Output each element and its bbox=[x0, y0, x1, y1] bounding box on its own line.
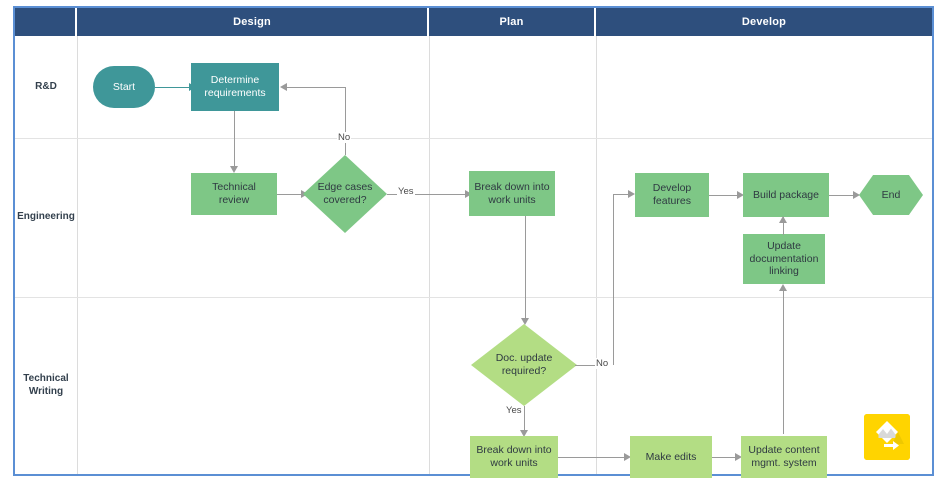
lane-label-rnd: R&D bbox=[35, 80, 57, 92]
edge-docupdate-yes-arrowhead bbox=[520, 430, 528, 437]
node-end[interactable]: End bbox=[859, 175, 923, 215]
node-technical-review[interactable]: Technical review bbox=[191, 173, 277, 215]
lane-label-technical-writing: Technical Writing bbox=[15, 297, 77, 474]
edge-determine-to-techreview bbox=[234, 111, 236, 170]
node-determine-line2: requirements bbox=[204, 87, 266, 99]
node-docupdate-line2: required? bbox=[501, 365, 547, 377]
column-header-develop[interactable]: Develop bbox=[596, 8, 932, 36]
node-updatecms-line2: mgmt. system bbox=[751, 457, 817, 469]
grid-hline-engineering-techwriting bbox=[15, 297, 932, 298]
node-update-documentation-linking[interactable]: Update documentation linking bbox=[743, 234, 825, 284]
edge-docupdate-no-vertical bbox=[613, 194, 615, 365]
edge-label-edgecases-no: No bbox=[337, 132, 352, 143]
edge-edgecases-no-horizontal bbox=[285, 86, 346, 88]
node-determine-requirements[interactable]: Determine requirements bbox=[191, 63, 279, 111]
edge-label-docupdate-yes: Yes bbox=[505, 405, 523, 416]
node-docupdate-line1: Doc. update bbox=[495, 352, 553, 365]
lane-label-technical-writing-line1: Technical bbox=[23, 373, 69, 384]
edge-determine-to-techreview-arrowhead bbox=[230, 166, 238, 173]
node-techreview-line1: Technical bbox=[212, 181, 256, 194]
edge-develop-to-buildpkg-arrowhead bbox=[737, 190, 744, 199]
edge-docupdate-no-to-develop bbox=[613, 193, 631, 195]
edge-updatecms-to-updatedoc bbox=[783, 286, 785, 434]
node-doc-update-required[interactable]: Doc. update required? bbox=[471, 324, 577, 406]
node-make-edits[interactable]: Make edits bbox=[630, 436, 712, 478]
edge-breakdown2-to-makeedits-arrowhead bbox=[624, 453, 631, 461]
edge-label-edgecases-yes: Yes bbox=[397, 186, 415, 197]
edge-label-docupdate-no: No bbox=[595, 358, 610, 369]
lane-label-engineering: Engineering bbox=[17, 211, 75, 223]
column-header-design[interactable]: Design bbox=[77, 8, 429, 36]
lane-label-technical-writing-line2: Writing bbox=[28, 385, 64, 397]
node-edge-cases-covered[interactable]: Edge cases covered? bbox=[303, 155, 387, 233]
edge-breakdown2-to-makeedits bbox=[558, 457, 628, 459]
node-build-package[interactable]: Build package bbox=[743, 173, 829, 217]
edge-edgecases-yes bbox=[387, 193, 469, 195]
node-breakdown2-line1: Break down into bbox=[476, 444, 552, 457]
edge-breakdown1-to-docupdate-arrowhead bbox=[521, 318, 529, 325]
edge-buildpkg-to-end bbox=[829, 194, 857, 196]
column-header-plan[interactable]: Plan bbox=[429, 8, 596, 36]
grid-vline-lane-label bbox=[77, 36, 78, 474]
edge-makeedits-to-updatecms-arrowhead bbox=[735, 453, 742, 461]
node-updatecms-line1: Update content bbox=[748, 444, 820, 457]
edge-updatedoc-to-buildpkg-arrowhead bbox=[779, 216, 787, 223]
node-edgecases-line2: covered? bbox=[323, 194, 367, 206]
node-breakdown-work-units-engineering[interactable]: Break down into work units bbox=[469, 171, 555, 216]
node-breakdown1-line1: Break down into bbox=[474, 180, 550, 193]
edge-edgecases-no-vertical bbox=[345, 87, 347, 155]
node-update-content-mgmt-system[interactable]: Update content mgmt. system bbox=[741, 436, 827, 478]
edge-edgecases-yes-arrowhead bbox=[465, 189, 472, 198]
grid-vline-plan-develop bbox=[596, 36, 597, 474]
edge-develop-to-buildpkg bbox=[709, 194, 741, 196]
node-start[interactable]: Start bbox=[93, 66, 155, 108]
grid-vline-design-plan bbox=[429, 36, 430, 474]
grid-hline-rnd-engineering bbox=[15, 138, 932, 139]
node-develop-line1: Develop bbox=[652, 182, 692, 195]
edge-docupdate-yes-vertical bbox=[524, 406, 526, 434]
column-header-band: Design Plan Develop bbox=[15, 8, 932, 36]
node-updatedoc-line1: Update bbox=[767, 239, 801, 252]
edge-techreview-to-edgecases bbox=[277, 193, 304, 195]
node-updatedoc-line2: documentation bbox=[749, 252, 819, 265]
edge-docupdate-no-arrowhead bbox=[628, 189, 635, 198]
lucid-logo-icon[interactable] bbox=[864, 414, 910, 460]
node-breakdown2-line2: work units bbox=[490, 457, 538, 469]
node-develop-line2: features bbox=[653, 195, 691, 207]
edge-docupdate-no-stub bbox=[575, 364, 595, 366]
header-corner-cell bbox=[15, 8, 77, 36]
edge-buildpkg-to-end-arrowhead bbox=[853, 190, 860, 199]
edge-updatedoc-to-buildpkg bbox=[783, 217, 785, 235]
edge-start-to-determine bbox=[155, 86, 191, 88]
node-edgecases-line1: Edge cases bbox=[317, 181, 373, 194]
node-determine-line1: Determine bbox=[210, 74, 260, 87]
edge-makeedits-to-updatecms bbox=[712, 457, 739, 459]
node-updatedoc-line3: linking bbox=[769, 265, 799, 278]
node-breakdown-work-units-techwriting[interactable]: Break down into work units bbox=[470, 436, 558, 478]
node-techreview-line2: review bbox=[218, 194, 250, 206]
edge-breakdown1-to-docupdate bbox=[525, 216, 527, 322]
edge-updatecms-to-updatedoc-arrowhead bbox=[779, 284, 787, 291]
node-breakdown1-line2: work units bbox=[488, 193, 536, 206]
diagram-frame: Design Plan Develop R&D Engineering Tech… bbox=[13, 6, 934, 478]
edge-edgecases-no-arrowhead bbox=[280, 82, 287, 91]
node-develop-features[interactable]: Develop features bbox=[635, 173, 709, 217]
